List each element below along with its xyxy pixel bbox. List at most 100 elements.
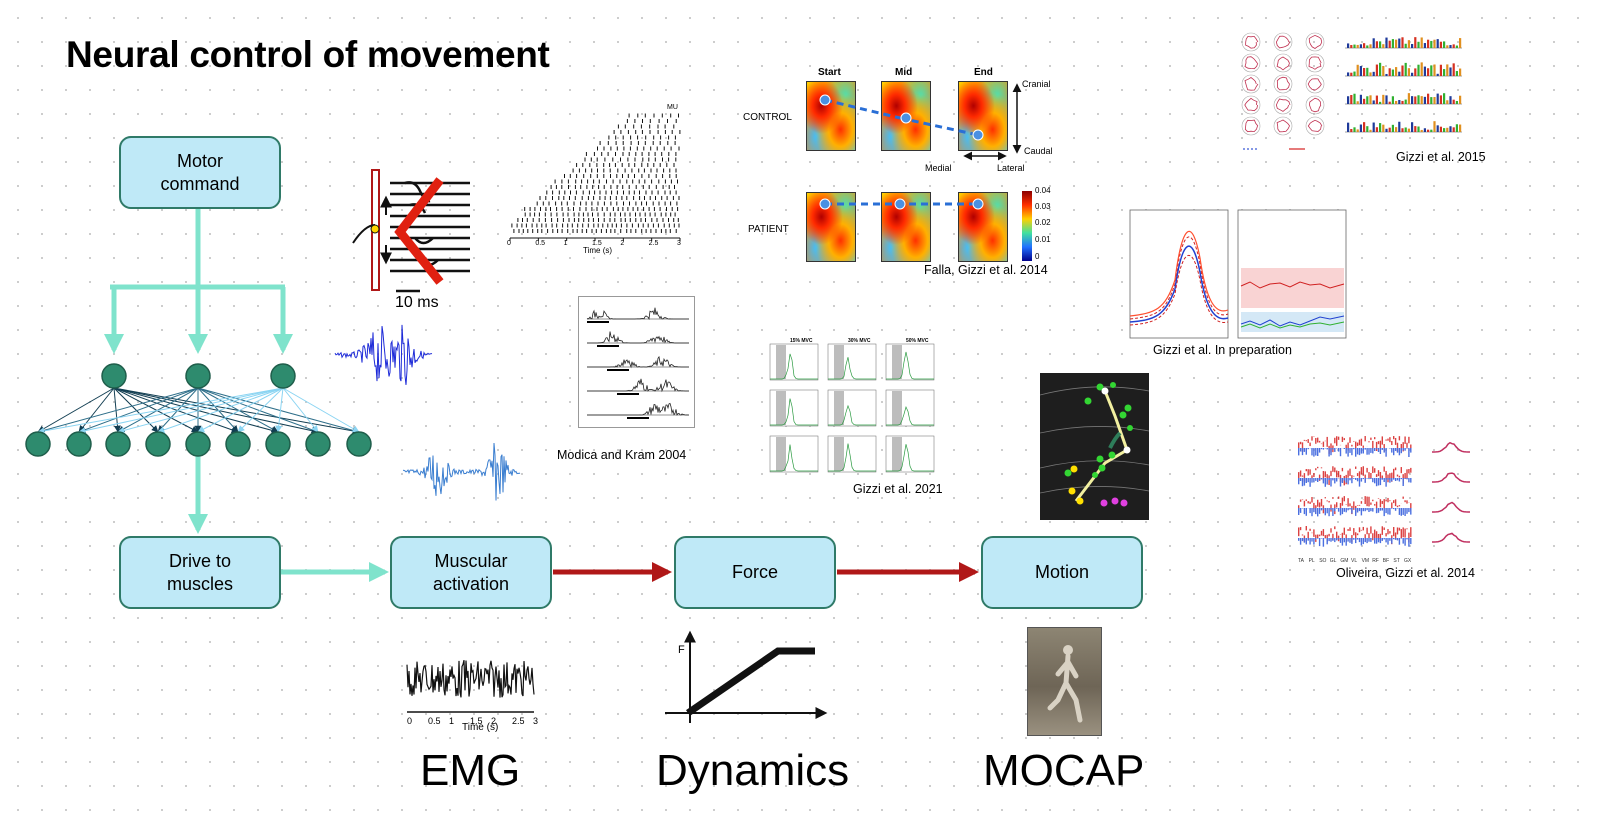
heatmap-overlay (819, 94, 984, 210)
colorbar-tick: 0.04 (1035, 186, 1051, 195)
network-edge (113, 387, 121, 433)
heatmap-col-mid: Mid (895, 67, 913, 78)
oliveira-muscle-label: SO (1319, 558, 1326, 564)
emg-tick-label: 1.5 (470, 716, 483, 726)
force-axis-label: F (678, 644, 685, 656)
psd-header-50: 50% MVC (906, 338, 929, 344)
emg-blue-signal (334, 324, 521, 501)
network-nodes (25, 363, 372, 457)
network-edge (282, 387, 319, 433)
drive-to-muscles-box: Drive to muscles (119, 536, 281, 609)
muscle-node (66, 431, 92, 457)
network-edge (113, 387, 319, 435)
muscle-node (105, 431, 131, 457)
motor-unit-waveform-schematic (352, 169, 470, 293)
network-edge (113, 387, 199, 433)
muscle-node (265, 431, 291, 457)
oliveira-muscle-label: BF (1383, 558, 1389, 564)
emg-tick-label: 2 (491, 716, 497, 726)
citation-gizzi-prep: Gizzi et al. In preparation (1153, 343, 1292, 357)
oliveira-muscle-label: PL (1309, 558, 1315, 564)
emg-tick-label: 1 (449, 716, 455, 726)
heatmap-panel: Start Mid End CONTROL PATIENT Cranial Ca… (740, 60, 1060, 280)
colorbar-tick: 0 (1035, 252, 1040, 261)
force-box: Force (674, 536, 836, 609)
network-edge (197, 387, 279, 433)
raster-tick-label: 0 (507, 240, 511, 247)
network-edge (197, 387, 319, 434)
emg-tick-label: 0 (407, 716, 413, 726)
oliveira-muscle-label: TA (1298, 558, 1305, 564)
emg-xlabel: Time (s) (462, 722, 499, 733)
teal-distribution-arrows (104, 207, 389, 582)
raster-xlabel: Time (s) (583, 246, 613, 255)
network-edge (197, 387, 360, 434)
network-edge (78, 387, 199, 434)
network-edge (197, 387, 239, 433)
oliveira-muscle-label: GL (1330, 558, 1337, 564)
muscle-node (225, 431, 251, 457)
raster-tick-label: 1 (563, 240, 568, 247)
citation-falla-2014: Falla, Gizzi et al. 2014 (924, 263, 1048, 277)
runner-photo (1027, 627, 1102, 736)
emg-bottom-trace (406, 660, 535, 713)
psd-grid-panel: 15% MVC 30% MVC 50% MVC (760, 334, 950, 484)
page-title: Neural control of movement (66, 34, 550, 75)
raster-tick-label: 1.5 (592, 240, 602, 247)
heatmap-row-patient: PATIENT (748, 224, 789, 235)
heatmap-direction-arrows (963, 83, 1022, 161)
heatmap-control-end (958, 81, 1008, 151)
psd-subplots (769, 343, 935, 473)
motor-unit-raster (509, 113, 681, 241)
muscle-node (185, 431, 211, 457)
colorbar-tick: 0.02 (1035, 218, 1051, 227)
heatmap-control-start (806, 81, 856, 151)
muscle-node (25, 431, 51, 457)
colorbar (1022, 191, 1032, 261)
modica-emg-bursts (586, 307, 689, 419)
network-edge (275, 387, 284, 433)
citation-gizzi-2015: Gizzi et al. 2015 (1396, 150, 1486, 164)
emg-label: EMG (420, 746, 521, 795)
raster-tick-label: 3 (677, 240, 681, 247)
dynamics-label: Dynamics (656, 746, 850, 795)
scale-bar-label: 10 ms (395, 294, 439, 311)
gizzi-2015-figure (1237, 24, 1497, 154)
psd-header-30: 30% MVC (848, 338, 871, 344)
network-edge (157, 387, 284, 434)
oliveira-muscle-label: GM (1340, 558, 1348, 564)
network-edge (113, 387, 360, 435)
motor-command-box: Motor command (119, 136, 281, 209)
network-edges (37, 387, 360, 435)
muscle-node (145, 431, 171, 457)
raster-mu-label: MU (667, 104, 678, 111)
direction-lateral: Lateral (997, 163, 1025, 173)
raster-tick-label: 2 (620, 240, 625, 247)
mocap-stick-panel (1039, 373, 1150, 520)
network-edge (37, 387, 284, 435)
emg-tick-label: 2.5 (512, 716, 525, 726)
motor-neuron-node (101, 363, 127, 389)
network-edge (197, 387, 284, 433)
force-axes-graph (665, 630, 828, 723)
heatmap-col-start: Start (818, 67, 841, 78)
network-edge (157, 387, 199, 433)
citation-modica-kram-2004: Modica and Kram 2004 (557, 448, 687, 462)
network-edge (113, 387, 279, 434)
oliveira-muscle-label: ST (1393, 558, 1399, 564)
heatmap-col-end: End (974, 67, 993, 78)
network-edge (113, 387, 159, 433)
direction-caudal: Caudal (1024, 146, 1053, 156)
gizzi-prep-figure (1120, 204, 1350, 344)
mocap-stick-figure (1039, 382, 1150, 507)
oliveira-muscle-label: VL (1351, 558, 1357, 564)
polar-and-bar-plots (1241, 32, 1462, 150)
citation-oliveira-2014: Oliveira, Gizzi et al. 2014 (1336, 566, 1475, 580)
psd-header-15: 15% MVC (790, 338, 813, 344)
colorbar-tick: 0.03 (1035, 202, 1051, 211)
network-edge (113, 387, 239, 434)
gait-curves (1129, 209, 1347, 339)
